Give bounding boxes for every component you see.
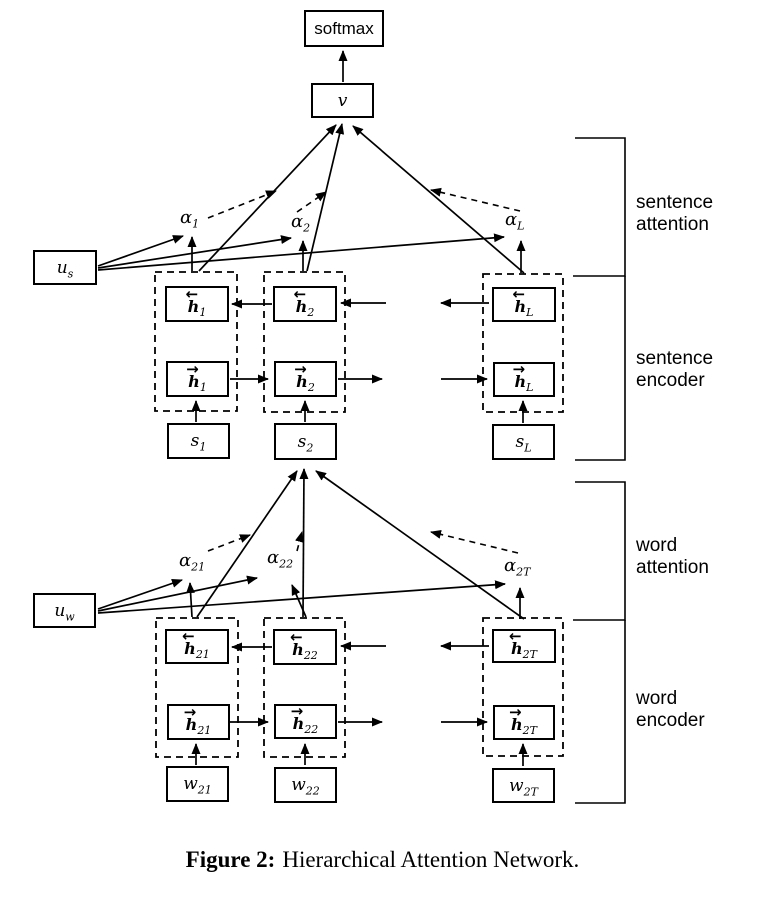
- alpha-2-label: α2: [291, 211, 311, 235]
- right-arrow-icon: →: [512, 360, 526, 379]
- alpha-L-label: αL: [505, 209, 525, 233]
- arrow-uw-to-alpha2T: [97, 580, 506, 614]
- left-arrow-icon: ←: [182, 627, 195, 646]
- h-forward-L-box: →hL: [493, 362, 555, 397]
- w21-label: w21: [183, 774, 212, 797]
- dashed-attention-arrows: [207, 187, 521, 554]
- right-arrow-icon: →: [290, 702, 304, 721]
- arrow-uw-to-alpha21: [97, 579, 183, 610]
- caption-figure-number: Figure 2:: [185, 847, 276, 872]
- right-arrow-icon: →: [509, 703, 522, 722]
- h-forward-21-box: →h21: [167, 704, 230, 740]
- h-forward-2-box: →h2: [274, 361, 337, 397]
- arrow-h21-to-alpha21: [186, 582, 196, 618]
- h-backward-L-box: ←hL: [492, 287, 556, 322]
- caption-text: Hierarchical Attention Network.: [282, 847, 580, 872]
- arrow-h2T-to-s2: [315, 470, 525, 620]
- sL-label: sL: [515, 432, 532, 455]
- word-encoder-bracket: [575, 620, 626, 804]
- uw-box: uw: [33, 593, 96, 628]
- h-forward-1-box: →h1: [166, 361, 229, 397]
- arrow-us-to-alpha2: [97, 235, 292, 269]
- dashed-arrow-alpha21: [207, 534, 251, 552]
- dashed-arrow-alpha22: [295, 531, 304, 552]
- h-backward-22-box: ←h22: [273, 629, 337, 665]
- right-arrow-icon: →: [186, 359, 199, 378]
- sentence-attention-bracket: [573, 137, 626, 277]
- s2-label: s2: [297, 431, 314, 454]
- uw-label: uw: [54, 600, 75, 623]
- dashed-arrow-alpha1: [207, 190, 277, 219]
- arrow-h22-to-alpha22: [291, 584, 307, 618]
- s1-label: s1: [190, 431, 207, 454]
- v-box: v: [311, 83, 374, 118]
- left-arrow-icon: ←: [290, 627, 303, 646]
- arrow-h22-to-s2: [299, 468, 309, 618]
- dashed-arrow-alpha2T: [430, 529, 519, 554]
- left-arrow-icon: ←: [512, 285, 526, 304]
- softmax-box: softmax: [304, 10, 384, 47]
- alpha-21-label: α21: [179, 550, 206, 574]
- dashed-arrow-alphaL: [430, 187, 521, 212]
- sentence-encoder-bracket: [575, 276, 626, 461]
- word-col2-dashed-box: [263, 617, 346, 758]
- h-backward-2-box: ←h2: [273, 286, 337, 322]
- h-backward-1-box: ←h1: [165, 286, 229, 322]
- word-attention-label: word attention: [636, 535, 709, 578]
- sentence-encoder-label: sentence encoder: [636, 348, 714, 391]
- w22-box: w22: [274, 767, 337, 803]
- arrow-h21-to-s2: [196, 470, 298, 618]
- softmax-label: softmax: [314, 18, 374, 38]
- s2-box: s2: [274, 423, 337, 460]
- sentence-col2-dashed-box: [263, 271, 346, 413]
- sentence-attention-label: sentence attention: [636, 192, 714, 235]
- arrow-h2-to-v: [306, 123, 345, 272]
- solid-arrows: [97, 50, 528, 766]
- left-arrow-icon: ←: [185, 284, 199, 303]
- dashed-arrow-alpha2: [296, 191, 327, 213]
- s1-box: s1: [167, 423, 230, 459]
- sL-box: sL: [492, 424, 555, 460]
- right-arrow-icon: →: [294, 359, 307, 378]
- us-label: us: [56, 257, 74, 280]
- alpha-2T-label: α2T: [504, 555, 531, 579]
- v-label: v: [337, 90, 348, 111]
- figure-caption: Figure 2:Hierarchical Attention Network.: [0, 847, 765, 873]
- w2T-box: w2T: [492, 768, 555, 803]
- right-arrow-icon: →: [183, 702, 197, 721]
- sentence-col1-dashed-box: [154, 271, 238, 412]
- alpha-22-label: α22: [267, 547, 294, 571]
- w22-label: w22: [291, 775, 320, 798]
- h-backward-21-box: ←h21: [165, 629, 229, 664]
- dashed-group-boxes: [154, 271, 564, 758]
- h-forward-22-box: →h22: [274, 704, 337, 739]
- arrow-uw-to-alpha22: [97, 575, 258, 612]
- alpha-1-label: α1: [180, 207, 200, 231]
- h-backward-2T-box: ←h2T: [492, 626, 556, 663]
- w21-box: w21: [166, 766, 229, 802]
- word-encoder-label: word encoder: [636, 688, 705, 731]
- arrow-us-to-alphaL: [97, 233, 505, 271]
- h-forward-2T-box: →h2T: [493, 705, 555, 740]
- word-attention-bracket: [573, 481, 626, 621]
- left-arrow-icon: ←: [293, 284, 307, 303]
- arrow-hL-to-v: [352, 125, 525, 274]
- arrow-us-to-alpha1: [97, 235, 184, 267]
- side-brackets: [573, 137, 626, 804]
- word-col1-dashed-box: [155, 617, 239, 758]
- w2T-label: w2T: [509, 775, 538, 798]
- left-arrow-icon: ←: [509, 626, 522, 645]
- us-box: us: [33, 250, 97, 285]
